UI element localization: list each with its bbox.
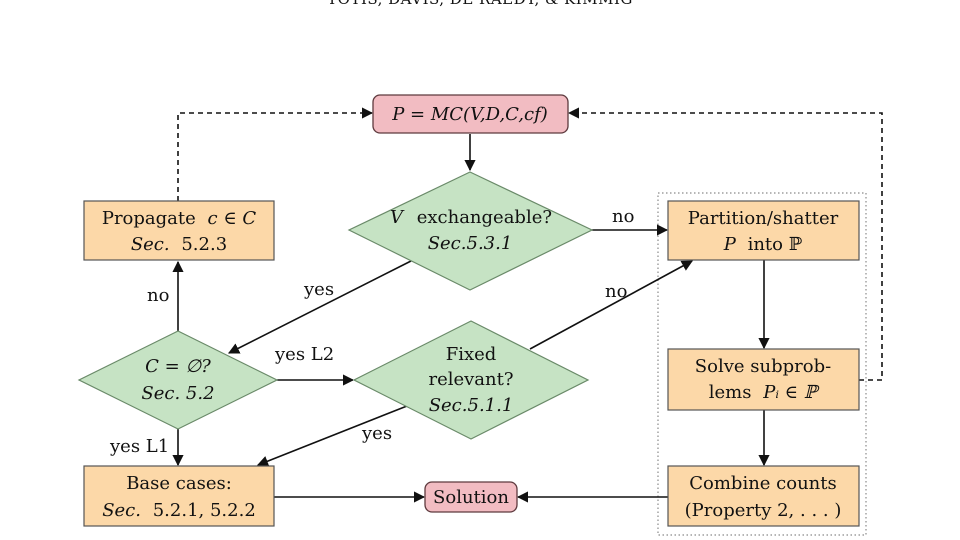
combine-line1: Combine counts [689,473,837,494]
base-ref: 5.2.1, 5.2.2 [153,500,256,521]
svg-text:Sec. 5.2.3: Sec. 5.2.3 [131,234,227,255]
exchangeable-line1: exchangeable? [417,207,552,228]
propagate-ref: 5.2.3 [181,234,227,255]
node-start: P = MC(V,D,C,cf) [372,94,569,134]
running-head: TOTIS, DAVIS, DE RAEDT, & KIMMIG [327,0,633,8]
node-fixed-relevant: Fixed relevant? Sec.5.1.1 [352,320,590,440]
start-label: P = MC(V,D,C,cf) [391,104,548,125]
svg-text:lems Pᵢ ∈ ℙ: lems Pᵢ ∈ ℙ [709,382,820,403]
label-fixed-no: no [605,281,627,302]
svg-text:Sec. 5.2.1, 5.2.2: Sec. 5.2.1, 5.2.2 [102,500,256,521]
group-box [657,192,867,536]
exchangeable-sec: Sec.5.3.1 [428,233,513,254]
label-empty-yes-l2: yes L2 [274,344,334,365]
edge-solve-to-start [567,107,883,381]
node-propagate: Propagate c ∈ C Sec. 5.2.3 [83,200,275,261]
label-empty-no: no [147,285,169,306]
label-exchangeable-no: no [612,206,634,227]
fixed-line2: relevant? [428,369,513,390]
node-base-cases: Base cases: Sec. 5.2.1, 5.2.2 [83,465,275,527]
node-solve: Solve subprob- lems Pᵢ ∈ ℙ [667,348,860,411]
edge-fixed-no [529,260,693,350]
propagate-math: c ∈ C [208,208,257,229]
fixed-line1: Fixed [446,344,497,365]
svg-text:V exchangeable?: V exchangeable? [390,207,552,228]
partition-line2: into ℙ [748,234,803,255]
label-empty-yes-l1: yes L1 [109,436,169,457]
edge-propagate-to-start [177,107,374,201]
fixed-sec: Sec.5.1.1 [429,395,514,416]
solution-label: Solution [433,487,509,508]
edges [172,107,883,503]
node-empty-check: C = ∅? Sec. 5.2 [77,330,279,430]
propagate-line1: Propagate [102,208,196,229]
propagate-sec: Sec. [131,234,170,255]
svg-text:P into ℙ: P into ℙ [723,234,803,255]
edge-fixed-yes [256,405,408,467]
solve-math: Pᵢ ∈ ℙ [762,382,820,403]
svg-text:Propagate c ∈ C: Propagate c ∈ C [102,208,257,229]
label-exchangeable-yes: yes [303,279,334,300]
node-solution: Solution [424,481,518,513]
partition-line1: Partition/shatter [688,208,839,229]
solve-line1: Solve subprob- [695,356,831,377]
node-partition: Partition/shatter P into ℙ [667,200,860,261]
node-combine: Combine counts (Property 2, . . . ) [667,465,860,527]
combine-line2: (Property 2, . . . ) [685,500,842,521]
exchangeable-math: V [390,207,405,228]
partition-math: P [723,234,737,255]
edge-exchangeable-yes [228,260,412,354]
base-sec: Sec. [102,500,141,521]
empty-check-line1: C = ∅? [145,356,211,377]
node-exchangeable: V exchangeable? Sec.5.3.1 [347,171,594,291]
empty-check-sec: Sec. 5.2 [141,383,214,404]
label-fixed-yes: yes [361,423,392,444]
base-line1: Base cases: [126,473,232,494]
solve-line2: lems [709,382,752,403]
